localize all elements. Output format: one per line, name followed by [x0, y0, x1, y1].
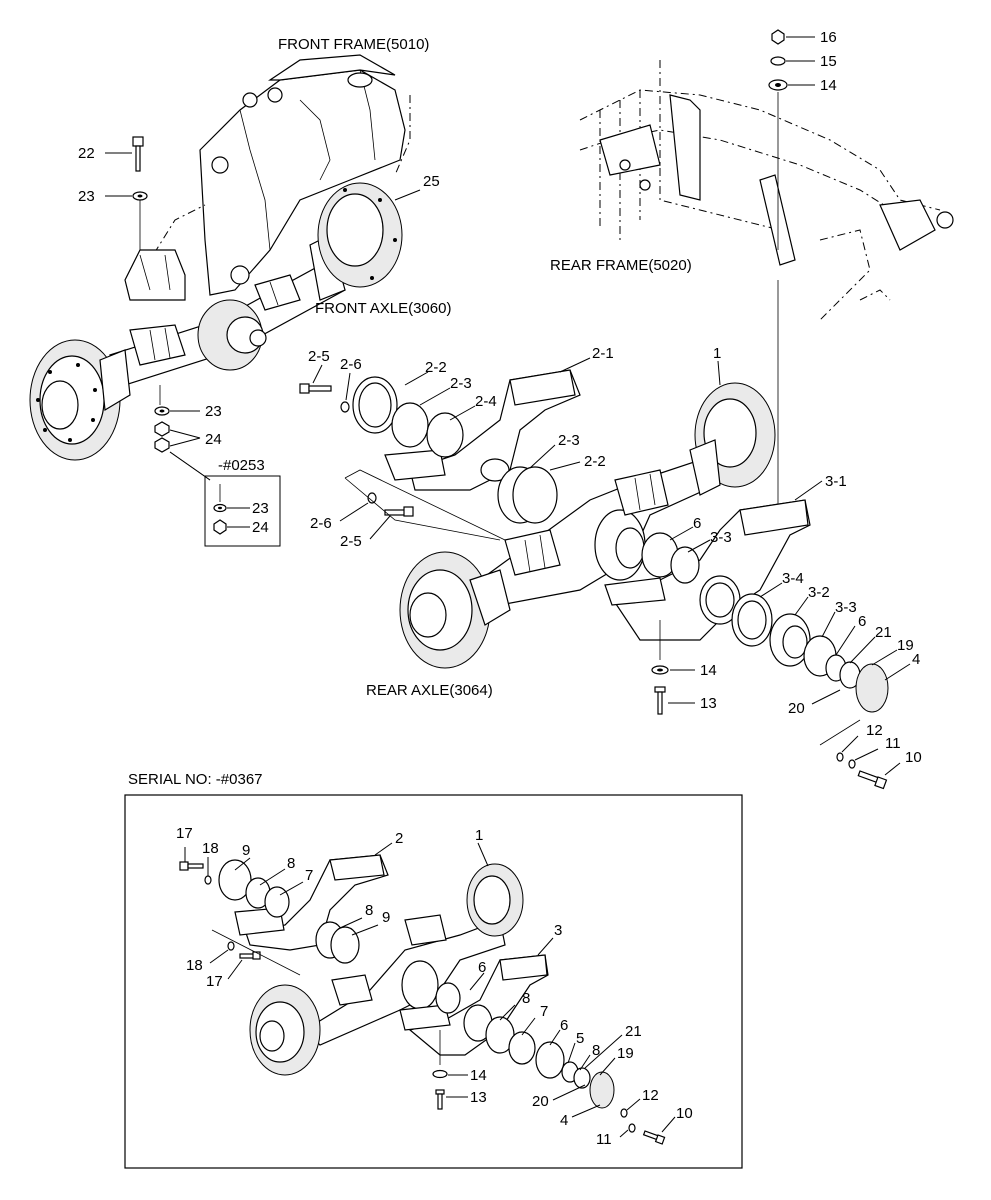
- rear-frame-hardware: [768, 29, 788, 510]
- callout-label: 3-1: [825, 473, 847, 490]
- callout-label: 23: [205, 403, 222, 420]
- front-axle-drawing: [29, 182, 403, 461]
- callout-label: 4: [912, 651, 920, 668]
- callout-label: 12: [866, 722, 883, 739]
- callout-label: 2-4: [475, 393, 497, 410]
- connector-line: [344, 469, 506, 541]
- callout-label: 15: [820, 53, 837, 70]
- callout-label: 19: [617, 1045, 634, 1062]
- leader-lines: [105, 36, 911, 1138]
- callout-label: 3-3: [710, 529, 732, 546]
- callout-label: 3-2: [808, 584, 830, 601]
- callout-label: 16: [820, 29, 837, 46]
- callout-label: 2: [395, 830, 403, 847]
- callout-label: 2-6: [310, 515, 332, 532]
- front-frame-drawing: [124, 54, 411, 301]
- front-hardware: [132, 136, 211, 481]
- callout-label: 18: [202, 840, 219, 857]
- callout-label: 5: [576, 1030, 584, 1047]
- callout-label: 2-1: [592, 345, 614, 362]
- rear-axle-title: REAR AXLE(3064): [366, 682, 493, 699]
- callout-label: 9: [242, 842, 250, 859]
- callout-label: 22: [78, 145, 95, 162]
- callout-label: 21: [875, 624, 892, 641]
- part-callouts: 16 15 14 22 23 25 23 24 23 24 2-5 2-6 2-…: [78, 29, 922, 1148]
- callout-label: 2-3: [558, 432, 580, 449]
- callout-label: 8: [365, 902, 373, 919]
- callout-label: 2-5: [340, 533, 362, 550]
- callout-label: 19: [897, 637, 914, 654]
- callout-label: 25: [423, 173, 440, 190]
- callout-label: 20: [532, 1093, 549, 1110]
- callout-label: 2-2: [425, 359, 447, 376]
- callout-label: 6: [858, 613, 866, 630]
- callout-label: 20: [788, 700, 805, 717]
- callout-label: 3-4: [782, 570, 804, 587]
- callout-label: 11: [885, 735, 901, 752]
- callout-label: 14: [470, 1067, 487, 1084]
- callout-label: 8: [592, 1042, 600, 1059]
- rear-frame-drawing: [579, 60, 954, 321]
- serial-inset-frame: [124, 794, 743, 1169]
- callout-label: 3-3: [835, 599, 857, 616]
- callout-label: 12: [642, 1087, 659, 1104]
- callout-label: 23: [252, 500, 269, 517]
- callout-label: 2-3: [450, 375, 472, 392]
- serial-0253-label: -#0253: [218, 457, 265, 474]
- callout-label: 18: [186, 957, 203, 974]
- serial-rear-axle-drawing: [179, 854, 666, 1145]
- connector-line: [344, 477, 501, 541]
- callout-label: 11: [596, 1131, 612, 1148]
- callout-label: 17: [176, 825, 193, 842]
- callout-label: 2-6: [340, 356, 362, 373]
- callout-label: 8: [522, 990, 530, 1007]
- callout-label: 6: [560, 1017, 568, 1034]
- callout-label: 14: [700, 662, 717, 679]
- callout-label: 8: [287, 855, 295, 872]
- callout-label: 7: [540, 1003, 548, 1020]
- front-axle-title: FRONT AXLE(3060): [315, 300, 451, 317]
- callout-label: 24: [205, 431, 222, 448]
- callout-label: 1: [713, 345, 721, 362]
- callout-label: 6: [693, 515, 701, 532]
- callout-label: 21: [625, 1023, 642, 1040]
- callout-label: 13: [470, 1089, 487, 1106]
- callout-label: 4: [560, 1112, 568, 1129]
- callout-label: 7: [305, 867, 313, 884]
- callout-label: 3: [554, 922, 562, 939]
- callout-label: 6: [478, 959, 486, 976]
- serial-0253-hardware: [213, 484, 227, 535]
- serial-no-title: SERIAL NO: -#0367: [128, 771, 263, 788]
- callout-label: 17: [206, 973, 223, 990]
- callout-label: 10: [676, 1105, 693, 1122]
- callout-label: 10: [905, 749, 922, 766]
- callout-label: 2-5: [308, 348, 330, 365]
- callout-label: 23: [78, 188, 95, 205]
- rear-axle-drawing: [299, 369, 889, 790]
- callout-label: 2-2: [584, 453, 606, 470]
- callout-label: 1: [475, 827, 483, 844]
- serial-0253-frame: [204, 475, 281, 547]
- callout-label: 14: [820, 77, 837, 94]
- front-frame-title: FRONT FRAME(5010): [278, 36, 429, 53]
- callout-label: 24: [252, 519, 269, 536]
- callout-label: 9: [382, 909, 390, 926]
- callout-label: 13: [700, 695, 717, 712]
- diagram-titles: FRONT FRAME(5010) REAR FRAME(5020) FRONT…: [128, 36, 692, 788]
- rear-frame-title: REAR FRAME(5020): [550, 257, 692, 274]
